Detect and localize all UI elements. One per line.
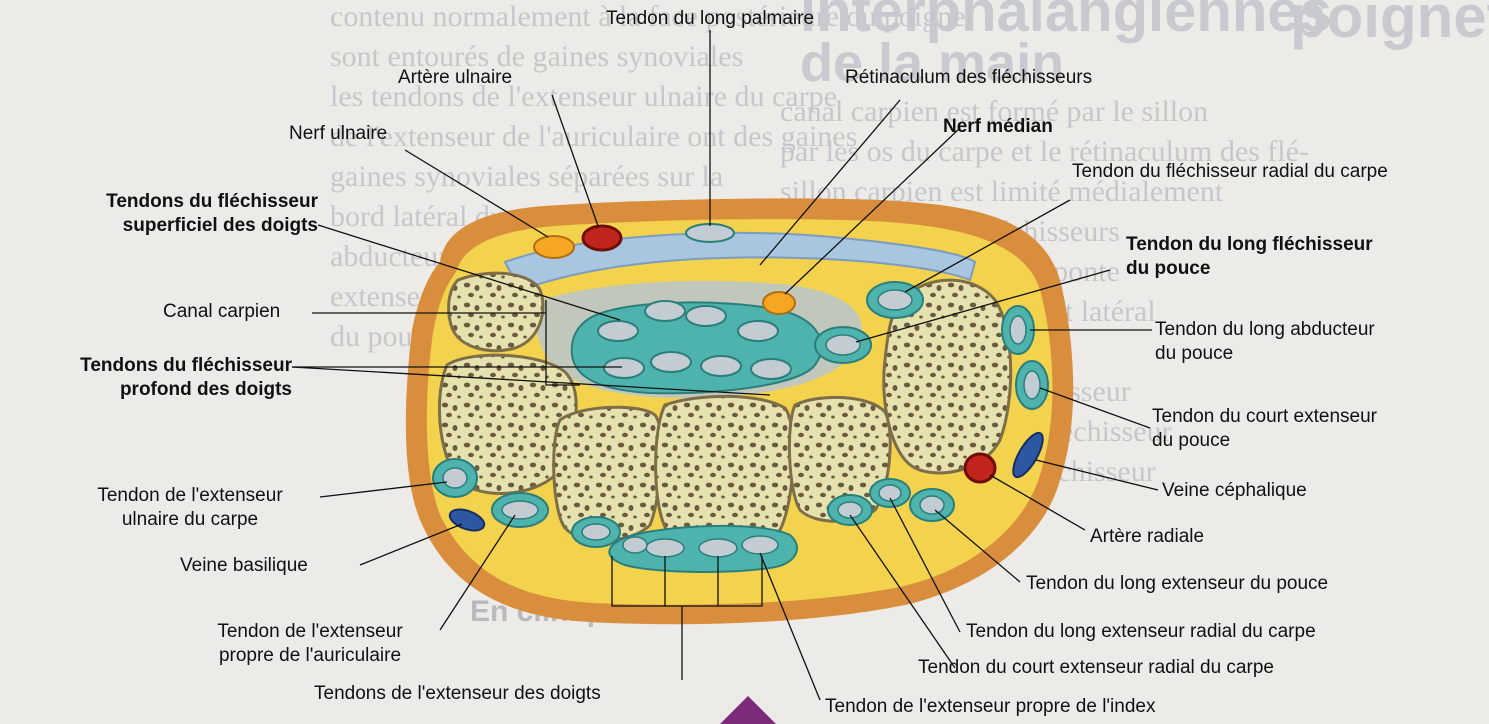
- label-flech-profond-l1: Tendons du fléchisseur: [0, 354, 292, 378]
- label-long-ext-radial: Tendon du long extenseur radial du carpe: [966, 620, 1316, 644]
- label-canal-carpien: Canal carpien: [163, 300, 280, 324]
- trapezoid-bone: [656, 396, 794, 546]
- pisiform-bone: [449, 273, 543, 351]
- ulnar-artery: [583, 226, 621, 250]
- label-ext-ulnaire: Tendon de l'extenseur ulnaire du carpe: [60, 484, 320, 532]
- ulnar-nerve: [534, 236, 574, 258]
- label-retinaculum: Rétinaculum des fléchisseurs: [845, 66, 1092, 90]
- label-flech-profond: Tendons du fléchisseur profond des doigt…: [0, 354, 292, 402]
- label-flech-superficiel: Tendons du fléchisseur superficiel des d…: [0, 190, 318, 238]
- label-long-flechisseur: Tendon du long fléchisseur du pouce: [1126, 233, 1373, 281]
- label-ext-auriculaire-l2: propre de l'auriculaire: [180, 644, 440, 668]
- label-ext-index: Tendon de l'extenseur propre de l'index: [825, 695, 1155, 719]
- label-long-abducteur-l1: Tendon du long abducteur: [1155, 318, 1375, 342]
- label-ext-ulnaire-l2: ulnaire du carpe: [60, 508, 320, 532]
- label-court-extenseur-l2: du pouce: [1152, 429, 1377, 453]
- label-flech-profond-l2: profond des doigts: [0, 378, 292, 402]
- label-flech-superficiel-l2: superficiel des doigts: [0, 214, 318, 238]
- label-veine-cephalique: Veine céphalique: [1162, 479, 1307, 503]
- label-nerf-ulnaire: Nerf ulnaire: [289, 122, 387, 146]
- label-long-extenseur-pouce: Tendon du long extenseur du pouce: [1026, 572, 1328, 596]
- label-long-palmaire: Tendon du long palmaire: [560, 7, 860, 31]
- label-court-extenseur: Tendon du court extenseur du pouce: [1152, 405, 1377, 453]
- label-artere-ulnaire: Artère ulnaire: [398, 66, 512, 90]
- label-court-ext-radial: Tendon du court extenseur radial du carp…: [918, 656, 1274, 680]
- label-artere-radiale: Artère radiale: [1090, 525, 1204, 549]
- label-long-flechisseur-l2: du pouce: [1126, 257, 1373, 281]
- label-flech-superficiel-l1: Tendons du fléchisseur: [0, 190, 318, 214]
- label-ext-auriculaire-l1: Tendon de l'extenseur: [180, 620, 440, 644]
- radial-artery: [965, 454, 995, 482]
- label-court-extenseur-l1: Tendon du court extenseur: [1152, 405, 1377, 429]
- label-long-abducteur: Tendon du long abducteur du pouce: [1155, 318, 1375, 366]
- label-ext-auriculaire: Tendon de l'extenseur propre de l'auricu…: [180, 620, 440, 668]
- palmaris-longus-tendon: [686, 224, 734, 242]
- label-long-abducteur-l2: du pouce: [1155, 342, 1375, 366]
- flexor-tendons: [572, 301, 822, 393]
- label-flechisseur-radial: Tendon du fléchisseur radial du carpe: [1072, 160, 1388, 184]
- label-long-flechisseur-l1: Tendon du long fléchisseur: [1126, 233, 1373, 257]
- label-veine-basilique: Veine basilique: [180, 554, 308, 578]
- label-ext-doigts: Tendons de l'extenseur des doigts: [314, 682, 601, 706]
- label-nerf-median: Nerf médian: [943, 115, 1053, 139]
- page-marker: [720, 696, 776, 724]
- label-ext-ulnaire-l1: Tendon de l'extenseur: [60, 484, 320, 508]
- median-nerve: [763, 292, 795, 314]
